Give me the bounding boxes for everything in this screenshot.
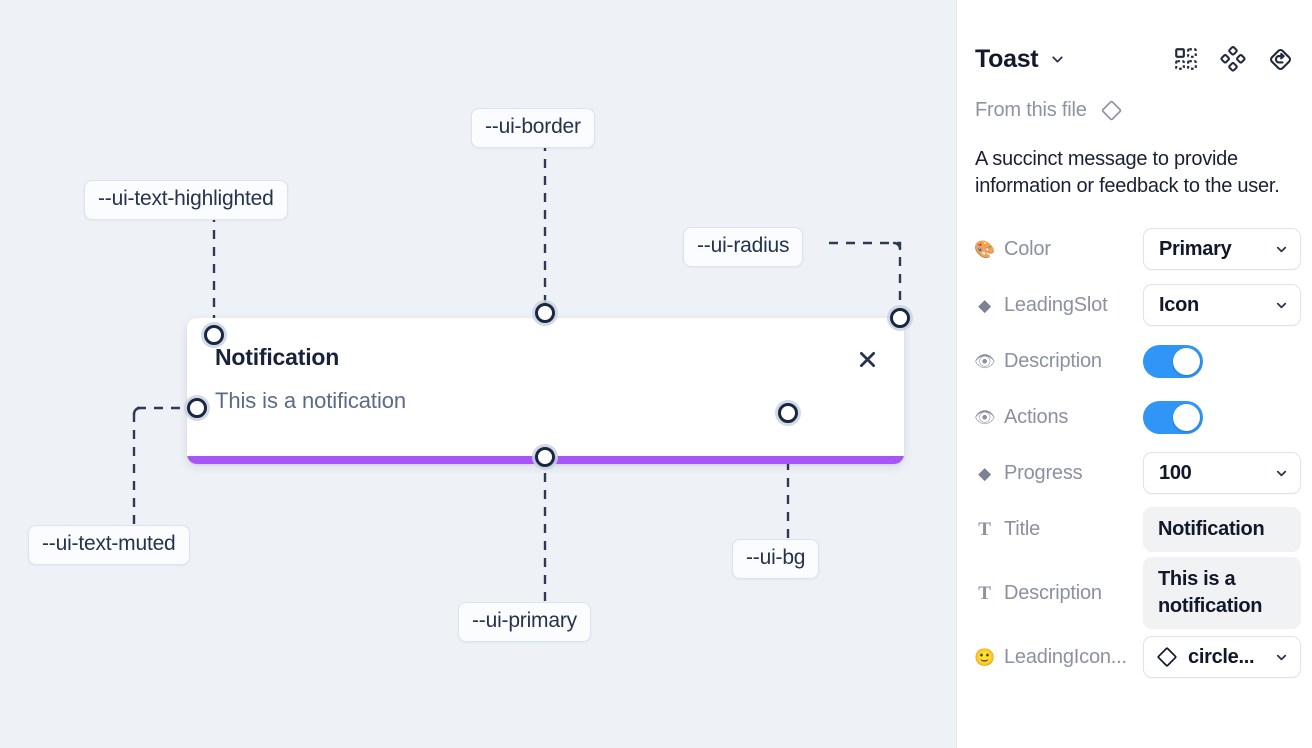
anchor-handle-ui-primary[interactable] xyxy=(535,447,555,467)
properties-panel: Toast xyxy=(956,0,1312,748)
title-input[interactable]: Notification xyxy=(1143,506,1301,552)
property-row-description-text: T Description This is a notification xyxy=(975,557,1301,630)
leading-icon-select-value-wrap: circle... xyxy=(1155,645,1274,669)
property-row-color: 🎨 Color Primary xyxy=(975,221,1301,277)
annotation-label-ui-text-muted[interactable]: --ui-text-muted xyxy=(28,525,190,566)
color-select-value: Primary xyxy=(1159,237,1232,260)
property-row-description-visibility: 👁 Description xyxy=(975,333,1294,389)
from-this-file-row[interactable]: From this file xyxy=(975,96,1294,124)
chevron-down-icon xyxy=(1274,650,1289,665)
component-grid-icon[interactable] xyxy=(1173,46,1199,72)
close-x-icon[interactable] xyxy=(854,346,880,372)
from-this-file-label: From this file xyxy=(975,98,1087,121)
property-label-color: 🎨 Color xyxy=(975,238,1143,261)
property-label-text: Color xyxy=(1004,237,1051,260)
toast-title: Notification xyxy=(215,344,340,370)
diamond-filled-icon: ◆ xyxy=(978,295,991,315)
chevron-down-icon xyxy=(1274,298,1289,313)
property-label-progress: ◆ Progress xyxy=(975,462,1143,485)
text-type-icon: T xyxy=(978,518,991,540)
smiley-emoji-icon: 🙂 xyxy=(975,647,995,667)
anchor-handle-ui-border[interactable] xyxy=(535,303,555,323)
actions-toggle[interactable] xyxy=(1143,400,1203,434)
toggle-knob xyxy=(1173,403,1200,431)
property-label-actions-visibility: 👁 Actions xyxy=(975,406,1143,429)
property-control-description-visibility xyxy=(1143,344,1294,378)
property-control-leading-slot: Icon xyxy=(1143,284,1301,327)
property-label-leading-icon: 🙂 LeadingIcon... xyxy=(975,646,1143,669)
toggle-knob xyxy=(1173,347,1200,375)
chevron-down-icon xyxy=(1274,466,1289,481)
property-row-leading-slot: ◆ LeadingSlot Icon xyxy=(975,277,1301,333)
property-label-text: LeadingSlot xyxy=(1004,293,1108,316)
annotation-label-ui-primary[interactable]: --ui-primary xyxy=(458,602,591,643)
diamond-outline-icon xyxy=(1099,98,1124,123)
eye-emoji-icon: 👁 xyxy=(975,351,996,371)
property-control-color: Primary xyxy=(1143,228,1301,271)
eye-emoji-icon: 👁 xyxy=(975,407,996,427)
property-control-leading-icon: circle... xyxy=(1143,636,1301,679)
property-control-description-text: This is a notification xyxy=(1143,557,1301,630)
reset-instance-icon[interactable] xyxy=(1267,46,1294,73)
property-label-text: Description xyxy=(1004,349,1102,372)
property-row-title: T Title Notification xyxy=(975,501,1301,557)
property-label-text: LeadingIcon... xyxy=(1004,645,1127,668)
property-label-description-visibility: 👁 Description xyxy=(975,350,1143,373)
diamond-outline-icon xyxy=(1155,645,1179,669)
variants-diamond-icon[interactable] xyxy=(1220,46,1246,72)
palette-emoji-icon: 🎨 xyxy=(975,239,995,259)
property-label-text: Title xyxy=(1004,517,1041,540)
anchor-handle-ui-text-highlighted[interactable] xyxy=(204,325,224,345)
annotation-label-ui-radius[interactable]: --ui-radius xyxy=(683,227,804,268)
chevron-down-icon[interactable] xyxy=(1049,51,1066,68)
design-canvas[interactable]: Notification This is a notification --ui… xyxy=(0,0,956,748)
property-row-progress: ◆ Progress 100 xyxy=(975,445,1301,501)
property-row-leading-icon: 🙂 LeadingIcon... circle... xyxy=(975,629,1301,685)
property-label-text: Actions xyxy=(1004,405,1069,428)
property-label-leading-slot: ◆ LeadingSlot xyxy=(975,294,1143,317)
leading-icon-select[interactable]: circle... xyxy=(1143,636,1301,679)
anchor-handle-ui-bg[interactable] xyxy=(778,403,798,423)
leading-icon-select-value: circle... xyxy=(1188,645,1255,668)
text-type-icon: T xyxy=(978,582,991,604)
toast-body: Notification This is a notification xyxy=(187,318,904,456)
anchor-handle-ui-text-muted[interactable] xyxy=(187,398,207,418)
property-label-description-text: T Description xyxy=(975,582,1143,605)
property-control-progress: 100 xyxy=(1143,452,1301,495)
property-label-text: Description xyxy=(1004,581,1102,604)
header-icon-group xyxy=(1173,46,1294,73)
leading-slot-select-value: Icon xyxy=(1159,293,1199,316)
description-input[interactable]: This is a notification xyxy=(1143,557,1301,630)
title-input-value: Notification xyxy=(1158,517,1265,540)
description-toggle[interactable] xyxy=(1143,344,1203,378)
leading-slot-select[interactable]: Icon xyxy=(1143,284,1301,327)
chevron-down-icon xyxy=(1274,242,1289,257)
description-input-value: This is a notification xyxy=(1158,568,1263,618)
toast-preview-card[interactable]: Notification This is a notification xyxy=(187,318,904,464)
property-label-title: T Title xyxy=(975,518,1143,541)
property-control-actions-visibility xyxy=(1143,400,1294,434)
property-label-text: Progress xyxy=(1004,461,1083,484)
annotation-label-ui-text-highlighted[interactable]: --ui-text-highlighted xyxy=(84,180,288,221)
property-row-actions-visibility: 👁 Actions xyxy=(975,389,1294,445)
panel-header: Toast xyxy=(975,28,1294,90)
progress-select[interactable]: 100 xyxy=(1143,452,1301,495)
toast-description: This is a notification xyxy=(215,387,406,413)
anchor-handle-ui-radius[interactable] xyxy=(890,308,910,328)
page-title: Toast xyxy=(975,44,1039,73)
annotation-label-ui-border[interactable]: --ui-border xyxy=(471,108,595,149)
property-control-title: Notification xyxy=(1143,506,1301,552)
color-select[interactable]: Primary xyxy=(1143,228,1301,271)
progress-select-value: 100 xyxy=(1159,461,1192,484)
component-description: A succinct message to provide informatio… xyxy=(975,148,1280,197)
annotation-label-ui-bg[interactable]: --ui-bg xyxy=(732,539,820,580)
property-list: 🎨 Color Primary ◆ LeadingSlot xyxy=(975,221,1301,685)
diamond-filled-icon: ◆ xyxy=(978,463,991,483)
